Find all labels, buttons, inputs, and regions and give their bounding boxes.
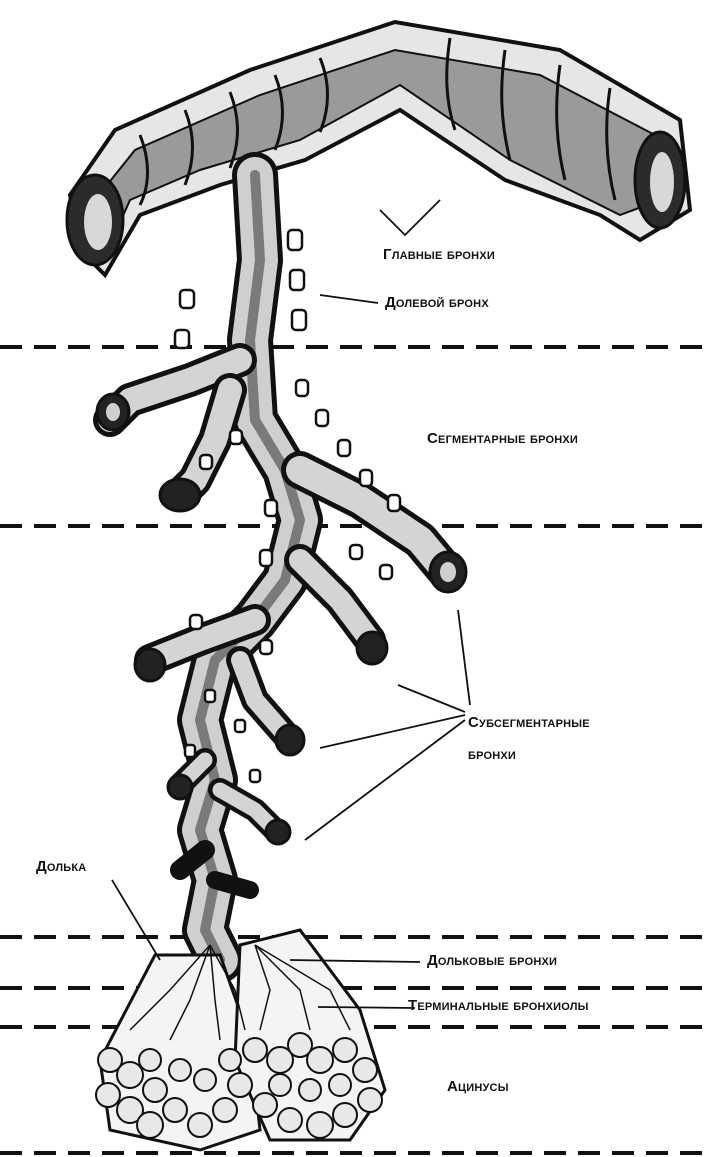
segmental-bronchi-label: Сегментарные бронхи [427,430,578,447]
acini-label: Ацинусы [447,1078,509,1095]
subsegmental-leader-4 [305,720,465,840]
lobular-bronchi-label: Дольковые бронхи [427,952,557,969]
subsegmental-leader-2 [398,685,465,712]
main-bronchi-illustration [67,22,690,275]
lobar-bronchus-leader [320,295,378,303]
terminal-bronchioles-leader [318,1007,415,1008]
main-bronchi-leader [380,200,440,235]
main-bronchi-label: Главные бронхи [383,246,495,263]
acini-illustration [96,930,385,1150]
lobule-label: Долька [36,858,86,875]
lobule-leader [112,880,160,960]
subsegmental-bronchi-label-line2: бронхи [468,746,516,763]
subsegmental-bronchi-label-line1: Субсегментарные [468,714,590,731]
lobar-bronchus-label: Долевой бронх [385,294,489,311]
terminal-bronchioles-label: Терминальные бронхиолы [408,997,589,1014]
subsegmental-leader-3 [320,715,465,748]
subsegmental-leader-1 [458,610,470,705]
